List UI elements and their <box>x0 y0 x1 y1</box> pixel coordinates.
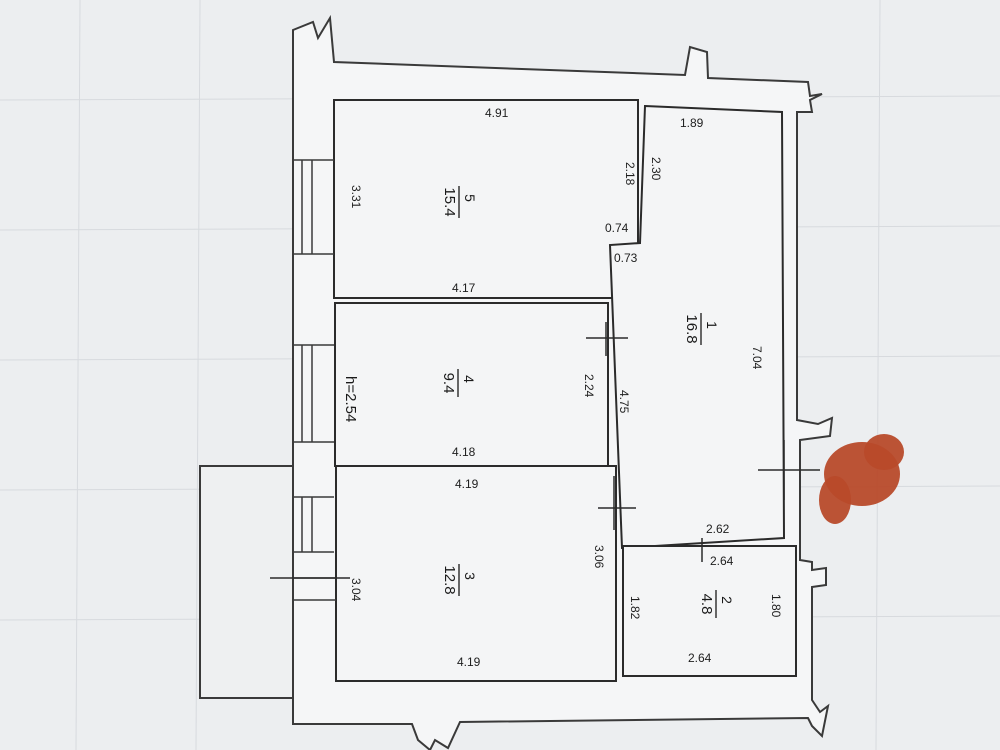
room-3 <box>335 465 617 682</box>
room-4-label: 4 9.4 <box>440 369 477 397</box>
room-5-label: 5 15.4 <box>441 186 478 218</box>
dim-r3-left: 3.04 <box>349 578 363 602</box>
room-3-area: 12.8 <box>441 565 458 594</box>
room-1-area: 16.8 <box>683 314 700 343</box>
dim-r4-bottom: 4.18 <box>452 445 476 459</box>
dim-r1-right: 7.04 <box>750 346 764 370</box>
dim-r1-top: 1.89 <box>680 116 704 130</box>
dim-r3-top: 4.19 <box>455 477 479 491</box>
dim-r2-top: 2.64 <box>710 554 734 568</box>
room-4-number: 4 <box>461 375 477 383</box>
room-4-area: 9.4 <box>440 373 457 394</box>
dim-r3-bottom: 4.19 <box>457 655 481 669</box>
window-left-middle <box>294 344 334 443</box>
balcony-outline <box>199 465 296 699</box>
dim-r4-right: 2.24 <box>582 374 596 398</box>
dim-r5-left: 3.31 <box>349 185 363 209</box>
room-1-number: 1 <box>704 321 720 329</box>
room-5 <box>333 99 639 299</box>
window-left-lower <box>294 496 334 553</box>
dim-r1-notch: 0.73 <box>614 251 638 265</box>
dimension-labels: 4.91 3.31 2.18 0.74 4.17 1.89 2.30 0.73 … <box>349 106 783 669</box>
room-3-label: 3 12.8 <box>441 564 478 596</box>
dim-r1-left-lower: 4.75 <box>617 390 631 414</box>
room-2-label: 2 4.8 <box>698 590 735 618</box>
dim-r5-notch: 0.74 <box>605 221 629 235</box>
balcony-door <box>270 577 350 601</box>
dim-r2-left: 1.82 <box>628 596 642 620</box>
dim-r5-right: 2.18 <box>623 162 637 186</box>
door-markers <box>586 322 820 562</box>
room-5-area: 15.4 <box>441 187 458 216</box>
dim-r5-top: 4.91 <box>485 106 509 120</box>
room-2-number: 2 <box>719 596 735 604</box>
room-4 <box>334 302 609 467</box>
dim-r1-left-upper: 2.30 <box>649 157 663 181</box>
room-5-number: 5 <box>462 194 478 202</box>
window-left-upper <box>294 159 334 255</box>
dim-r5-bottom: 4.17 <box>452 281 476 295</box>
redaction-scribble <box>819 434 904 524</box>
room-2-area: 4.8 <box>698 594 715 615</box>
dim-r3-right: 3.06 <box>592 545 606 569</box>
dim-r1-bottom: 2.62 <box>706 522 730 536</box>
dim-r2-bottom: 2.64 <box>688 651 712 665</box>
dim-r2-right: 1.80 <box>769 594 783 618</box>
room-3-number: 3 <box>462 572 478 580</box>
room-1-label: 1 16.8 <box>683 313 720 345</box>
ceiling-height: h=2.54 <box>342 376 359 422</box>
